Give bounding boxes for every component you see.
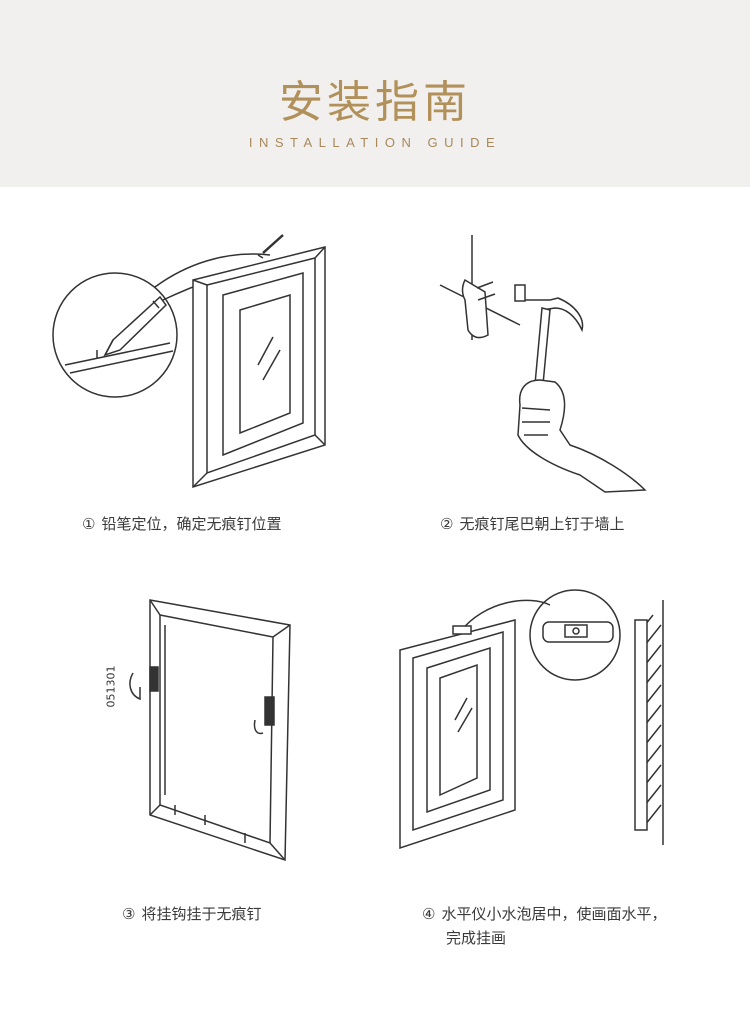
hammer-icon (514, 284, 584, 396)
step4-text-line2: 完成挂画 (446, 929, 507, 947)
hook-code: 051301 (104, 665, 118, 708)
page-title: 安装指南 (279, 77, 471, 128)
page-subtitle: INSTALLATION GUIDE (248, 135, 502, 150)
step2-illustration (439, 235, 647, 493)
hand-icon (517, 379, 647, 493)
level-tool-icon (542, 621, 614, 643)
hook-right-icon (253, 696, 275, 735)
step2-number: ② (440, 515, 454, 533)
step4-number: ④ (422, 905, 436, 923)
magnifier-circle (52, 272, 178, 398)
step1-text: 铅笔定位，确定无痕钉位置 (101, 515, 282, 533)
header-banner (0, 0, 750, 187)
nail-icon (461, 278, 496, 339)
step1-caption: ① 铅笔定位，确定无痕钉位置 (82, 512, 281, 536)
step3-number: ③ (122, 905, 136, 923)
step2-text: 无痕钉尾巴朝上钉于墙上 (459, 515, 625, 533)
step1-illustration (52, 234, 326, 489)
frame-icon (399, 619, 516, 850)
frame-icon (192, 246, 326, 489)
step4-text: 水平仪小水泡居中，使画面水平， (441, 905, 667, 923)
step3-text: 将挂钩挂于无痕钉 (141, 905, 262, 923)
frame-back-icon (149, 599, 291, 862)
step1-number: ① (82, 515, 96, 533)
step3-caption: ③ 将挂钩挂于无痕钉 (122, 902, 261, 926)
step4-caption: ④ 水平仪小水泡居中，使画面水平， 完成挂画 (422, 902, 666, 950)
step3-illustration (129, 599, 291, 862)
step2-caption: ② 无痕钉尾巴朝上钉于墙上 (440, 512, 624, 536)
step4-illustration (399, 589, 664, 850)
pencil-icon (103, 295, 167, 357)
hook-left-icon (129, 666, 159, 701)
